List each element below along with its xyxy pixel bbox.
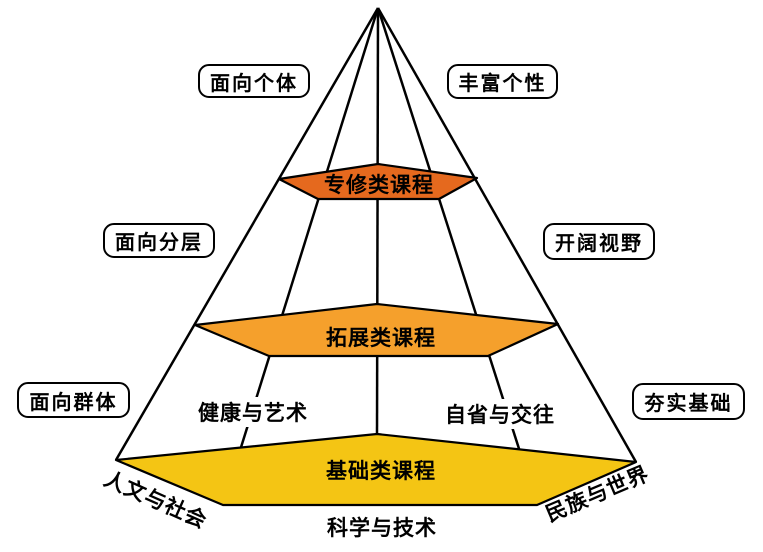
edge-center-back	[375, 7, 380, 435]
edge-outer-left	[114, 7, 380, 461]
band-top-specialized	[277, 162, 479, 201]
side-box-broaden-horizons: 开阔视野	[543, 223, 655, 260]
side-box-solid-foundation: 夯实基础	[632, 383, 745, 420]
side-box-label: 面向群体	[29, 389, 118, 414]
side-box-facing-individual: 面向个体	[198, 64, 310, 98]
side-box-facing-tiers: 面向分层	[103, 223, 215, 258]
band-bottom-basic	[114, 432, 638, 507]
side-box-label: 丰富个性	[458, 71, 547, 95]
side-box-label: 面向个体	[210, 70, 298, 95]
band-middle-extension	[193, 302, 560, 358]
edge-outer-right	[376, 7, 638, 463]
side-box-label: 面向分层	[115, 230, 203, 254]
label-health-and-art: 健康与艺术	[195, 397, 311, 427]
label-science-and-technology: 科学与技术	[327, 515, 437, 540]
label-reflection-and-communication: 自省与交往	[442, 399, 558, 429]
side-box-label: 夯实基础	[644, 391, 733, 415]
side-box-label: 开阔视野	[555, 231, 643, 255]
band-label-basic-courses: 基础类课程	[326, 458, 436, 483]
band-label-extension-courses: 拓展类课程	[326, 325, 436, 350]
side-box-facing-groups: 面向群体	[17, 382, 130, 418]
side-box-enrich-personality: 丰富个性	[447, 64, 558, 99]
band-label-specialized-courses: 专修类课程	[324, 172, 434, 197]
